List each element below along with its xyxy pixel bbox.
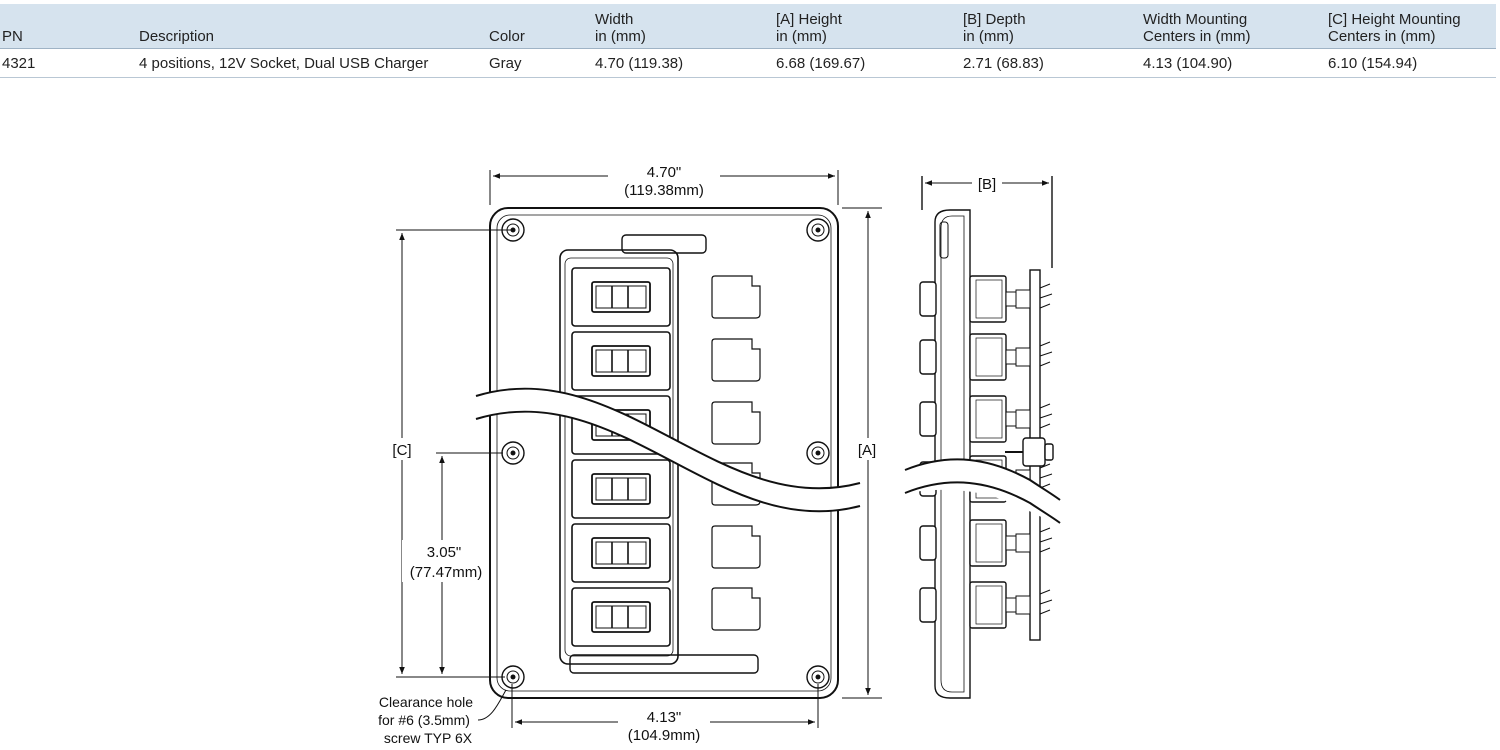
dim-width-in: 4.70" <box>647 164 682 181</box>
mounting-hole <box>501 218 525 242</box>
cell-width: 4.70 (119.38) <box>593 48 774 78</box>
cell-height-mounting: 6.10 (154.94) <box>1326 48 1496 78</box>
note-clearance-line2: for #6 (3.5mm) <box>378 712 470 728</box>
dim-mount-width-in: 4.13" <box>647 709 682 726</box>
side-switch-module <box>919 395 1053 443</box>
fuse-cover <box>711 587 761 631</box>
rocker-switch <box>571 267 671 327</box>
side-switch-module <box>919 581 1053 629</box>
cell-color: Gray <box>487 48 593 78</box>
note-clearance-line1: Clearance hole <box>379 694 473 710</box>
dim-height-label: [A] <box>858 442 876 459</box>
dim-mid-spacing-in: 3.05" <box>427 544 462 561</box>
mounting-hole <box>806 218 830 242</box>
cell-height: 6.68 (169.67) <box>774 48 961 78</box>
header-description: Description <box>137 4 487 49</box>
top-label-strip <box>621 234 707 254</box>
side-view <box>919 176 1054 699</box>
rocker-switch <box>571 587 671 647</box>
note-clearance-line3: screw TYP 6X <box>384 730 473 746</box>
cell-description: 4 positions, 12V Socket, Dual USB Charge… <box>137 48 487 78</box>
dim-mount-height-label: [C] <box>392 442 411 459</box>
dim-depth-label: [B] <box>978 176 996 193</box>
table-row: 4321 4 positions, 12V Socket, Dual USB C… <box>0 48 1496 78</box>
rocker-switch <box>571 459 671 519</box>
dim-width-mm: (119.38mm) <box>624 182 704 199</box>
dim-mid-spacing-mm: (77.47mm) <box>410 564 483 581</box>
fuse-cover <box>711 338 761 382</box>
fuse-cover <box>711 401 761 445</box>
rocker-switch <box>571 523 671 583</box>
fuse-cover <box>711 275 761 319</box>
rocker-switch <box>571 331 671 391</box>
mounting-hole <box>806 441 830 465</box>
header-color: Color <box>487 4 593 49</box>
side-switch-module <box>919 275 1053 323</box>
mounting-hole <box>806 665 830 689</box>
header-pn: PN <box>0 4 137 49</box>
cell-width-mounting: 4.13 (104.90) <box>1141 48 1326 78</box>
dim-mount-width-mm: (104.9mm) <box>628 727 701 744</box>
mounting-hole <box>501 665 525 689</box>
side-faceplate <box>934 209 971 699</box>
cell-depth: 2.71 (68.83) <box>961 48 1141 78</box>
mounting-hole <box>501 441 525 465</box>
cell-pn: 4321 <box>0 48 137 78</box>
side-switch-module <box>919 519 1053 567</box>
fuse-cover <box>711 525 761 569</box>
side-switch-module <box>919 333 1053 381</box>
